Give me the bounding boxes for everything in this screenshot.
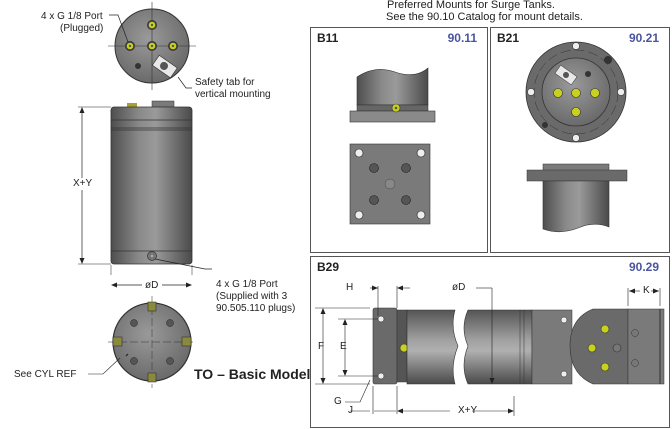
b29-dim-e: E [340, 341, 347, 352]
panel-b21-title: B21 [497, 31, 520, 45]
b29-dim-f: F [318, 341, 325, 352]
b29-dim-k: K [643, 285, 650, 296]
b21-clamp [526, 169, 628, 182]
leader-plugged [109, 14, 129, 43]
b29-dim-d: øD [452, 282, 466, 293]
b11-drawing [349, 67, 436, 225]
callout-port-plugged-2: (Plugged) [60, 23, 104, 34]
port-plugged-center [147, 41, 157, 51]
b21-cylinder [542, 180, 610, 233]
bottom-ports [112, 301, 192, 383]
port-plugged-top [147, 20, 157, 30]
b11-cylinder [356, 67, 429, 106]
leader-safety [177, 76, 192, 89]
callout-safety-1: Safety tab for [195, 77, 255, 88]
dim-height-label: X+Y [73, 178, 93, 190]
b21-ports [553, 88, 600, 117]
dim-diameter-label: øD [145, 280, 159, 291]
header-line-1: Preferred Mounts for Surge Tanks. [387, 0, 555, 11]
leader-cyl-ref [88, 357, 121, 375]
panel-b29-title: B29 [317, 260, 340, 274]
callout-safety-2: vertical mounting [195, 89, 271, 100]
b29-dim-h: H [346, 282, 354, 293]
cap-top-block [151, 100, 175, 108]
header-line-2: See the 90.10 Catalog for mount details. [386, 11, 583, 23]
hole [135, 63, 141, 69]
callout-supplied-2: (Supplied with 3 [216, 291, 288, 302]
callout-supplied-1: 4 x G 1/8 Port [216, 279, 278, 290]
leader-supplied [154, 258, 212, 270]
top-view-drawing [108, 2, 196, 90]
cylinder-body [110, 106, 193, 265]
b29-dim-xy: X+Y [458, 405, 478, 416]
b29-dim-j: J [348, 405, 353, 416]
safety-tab [151, 54, 178, 79]
model-title: TO – Basic Model [194, 366, 311, 382]
panel-b11-title: B11 [317, 31, 339, 45]
panel-b21-code: 90.21 [628, 31, 659, 45]
b29-end-view [569, 308, 629, 385]
dim-diameter [111, 282, 192, 288]
b29-drawing [315, 285, 665, 416]
b29-left-flange [372, 307, 398, 385]
cylinder-side-view [78, 100, 212, 275]
panel-b29-code: 90.29 [628, 260, 659, 274]
bottom-view-drawing [88, 296, 196, 388]
callout-cyl-ref: See CYL REF [14, 369, 77, 380]
callout-port-plugged-1: 4 x G 1/8 Port [41, 11, 103, 22]
panel-b11-code: 90.11 [447, 31, 477, 45]
port-plugged-right [168, 41, 178, 51]
b29-dim-g: G [334, 396, 342, 407]
b11-base [349, 110, 436, 123]
callout-supplied-3: 90.505.110 plugs) [216, 303, 296, 314]
b21-drawing [525, 41, 628, 233]
port-plugged-left [125, 41, 135, 51]
panel-b29: B29 90.29 [310, 256, 670, 428]
cap-top-plug [127, 103, 137, 107]
